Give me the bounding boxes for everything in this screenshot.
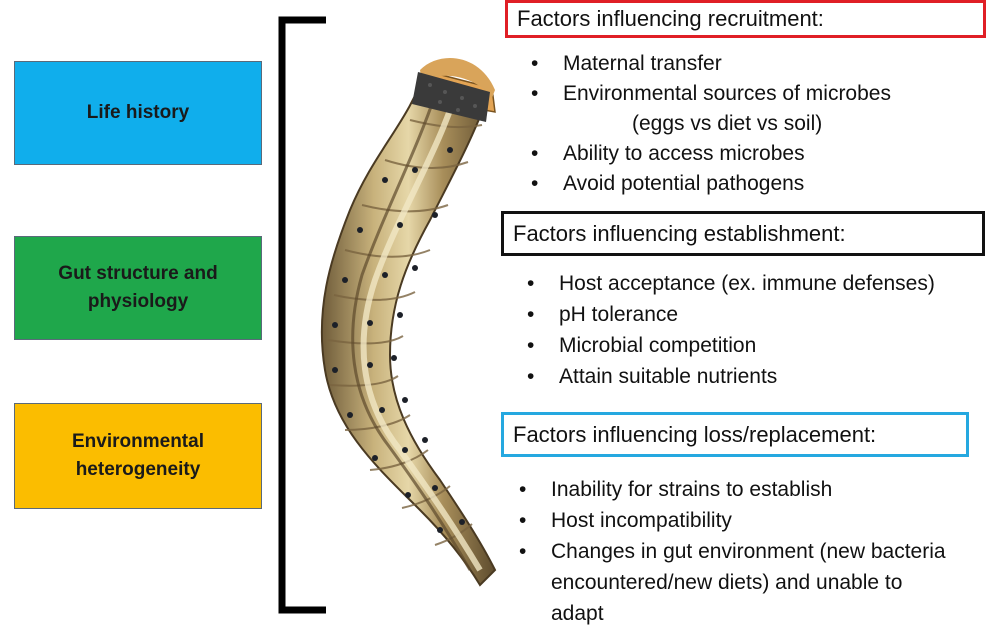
recruitment-item: Avoid potential pathogens [563, 172, 804, 195]
gut-structure-label-line2: physiology [58, 288, 217, 317]
list-item: • Host acceptance (ex. immune defenses) [527, 268, 987, 299]
environmental-label-line1: Environmental [72, 428, 204, 457]
recruitment-item: Environmental sources of microbes [563, 82, 891, 105]
loss-item: Host incompatibility [551, 509, 732, 532]
loss-header: Factors influencing loss/replacement: [501, 412, 969, 457]
gut-structure-box: Gut structure and physiology [14, 236, 262, 340]
bullet-icon: • [527, 299, 534, 330]
list-item: • Attain suitable nutrients [527, 361, 987, 392]
loss-item: Changes in gut environment (new bacteria [551, 536, 989, 567]
life-history-label: Life history [87, 99, 189, 128]
loss-item: Inability for strains to establish [551, 478, 832, 501]
establishment-header: Factors influencing establishment: [501, 211, 985, 256]
establishment-item: Attain suitable nutrients [559, 365, 777, 388]
list-item: • Ability to access microbes [531, 139, 981, 169]
bullet-icon: • [531, 79, 538, 109]
recruitment-item-continuation: (eggs vs diet vs soil) [563, 109, 981, 139]
list-item: • Host incompatibility [519, 505, 989, 536]
recruitment-item: Ability to access microbes [563, 142, 805, 165]
loss-item-continuation: adapt [551, 598, 989, 629]
establishment-item: Microbial competition [559, 334, 756, 357]
list-item: • Inability for strains to establish [519, 474, 989, 505]
bullet-icon: • [519, 505, 526, 536]
list-item: • Environmental sources of microbes (eggs… [531, 79, 981, 139]
establishment-list: • Host acceptance (ex. immune defenses) •… [527, 268, 987, 392]
recruitment-title: Factors influencing recruitment: [517, 6, 824, 32]
list-item: • Maternal transfer [531, 49, 981, 79]
loss-title: Factors influencing loss/replacement: [513, 422, 876, 448]
caterpillar-image [290, 40, 510, 605]
list-item: • pH tolerance [527, 299, 987, 330]
loss-item-continuation: encountered/new diets) and unable to [551, 567, 989, 598]
list-item: • Avoid potential pathogens [531, 169, 981, 199]
loss-list: • Inability for strains to establish • Hos… [519, 474, 989, 629]
list-item: • Microbial competition [527, 330, 987, 361]
bullet-icon: • [531, 139, 538, 169]
bullet-icon: • [527, 361, 534, 392]
establishment-item: pH tolerance [559, 303, 678, 326]
environmental-heterogeneity-box: Environmental heterogeneity [14, 403, 262, 509]
establishment-title: Factors influencing establishment: [513, 221, 846, 247]
life-history-box: Life history [14, 61, 262, 165]
gut-structure-label-line1: Gut structure and [58, 260, 217, 289]
establishment-item: Host acceptance (ex. immune defenses) [559, 272, 935, 295]
bullet-icon: • [519, 536, 526, 567]
bullet-icon: • [531, 49, 538, 79]
list-item: • Changes in gut environment (new bacter… [519, 536, 989, 629]
environmental-label-line2: heterogeneity [72, 456, 204, 485]
bullet-icon: • [531, 169, 538, 199]
bullet-icon: • [527, 268, 534, 299]
bullet-icon: • [527, 330, 534, 361]
bullet-icon: • [519, 474, 526, 505]
recruitment-item: Maternal transfer [563, 52, 722, 75]
recruitment-header: Factors influencing recruitment: [505, 0, 986, 38]
recruitment-list: • Maternal transfer • Environmental source… [531, 49, 981, 199]
